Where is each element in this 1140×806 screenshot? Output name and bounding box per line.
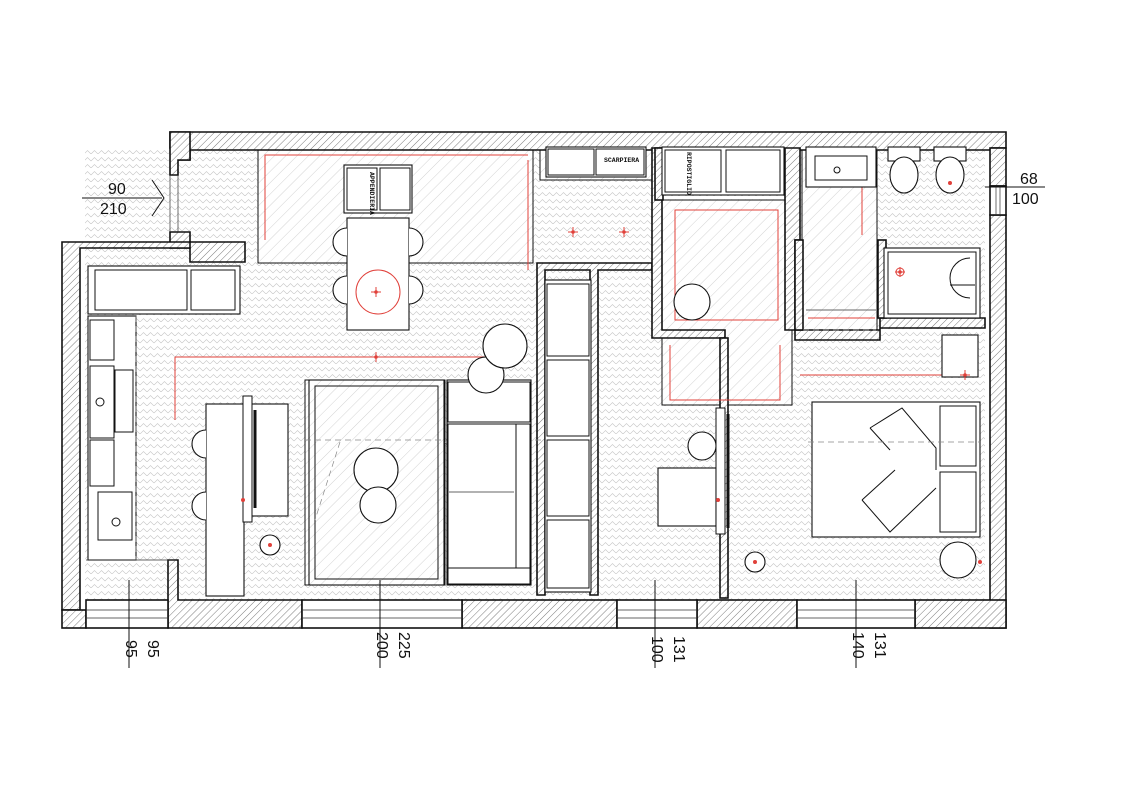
lighting-lines	[174, 154, 966, 420]
appendiceria-label: APPENDIERIA	[368, 172, 375, 215]
kitchen-window-width: 95	[122, 640, 139, 658]
living-window-width: 200	[373, 632, 390, 659]
kitchen-counters	[86, 265, 241, 561]
desk-area	[657, 407, 766, 573]
living-rug	[305, 379, 545, 586]
kitchen-window-dimension: 95 95	[122, 580, 161, 668]
hall-window-height: 131	[670, 636, 687, 663]
sofa	[446, 323, 532, 586]
entry-furniture: APPENDIERIA	[343, 164, 413, 215]
scarpiera-label: SCARPIERA	[604, 157, 639, 164]
bath-window-dimension: 68 100	[985, 171, 1045, 208]
bedroom-window-width: 140	[849, 632, 866, 659]
bath-window-width: 68	[1020, 171, 1038, 188]
entrance-dimension: 90 210	[82, 179, 165, 218]
outer-walls	[61, 131, 1007, 629]
entrance-height: 210	[100, 201, 127, 218]
ripostiglio-cabinet: RIPOSTIGLIO	[661, 146, 785, 321]
living-window-dimension: 200 225	[373, 580, 412, 668]
hall-window-width: 100	[648, 636, 665, 663]
dining-table	[332, 217, 424, 331]
bedroom-window-height: 131	[871, 632, 888, 659]
living-window-height: 225	[395, 632, 412, 659]
kitchen-window-height: 95	[144, 640, 161, 658]
bedroom-window-dimension: 140 131	[849, 580, 888, 668]
kitchen-island	[191, 395, 289, 597]
corridor-cabinet	[544, 279, 592, 593]
bath-window-height: 100	[1012, 191, 1039, 208]
bedroom	[808, 334, 982, 579]
light-points	[371, 227, 970, 380]
ripostiglio-label: RIPOSTIGLIO	[685, 152, 692, 195]
bathroom-fixtures	[803, 146, 981, 331]
entrance-width: 90	[108, 181, 126, 198]
scarpiera-cabinet: SCARPIERA	[545, 146, 647, 178]
hall-window-dimension: 100 131	[648, 580, 687, 668]
